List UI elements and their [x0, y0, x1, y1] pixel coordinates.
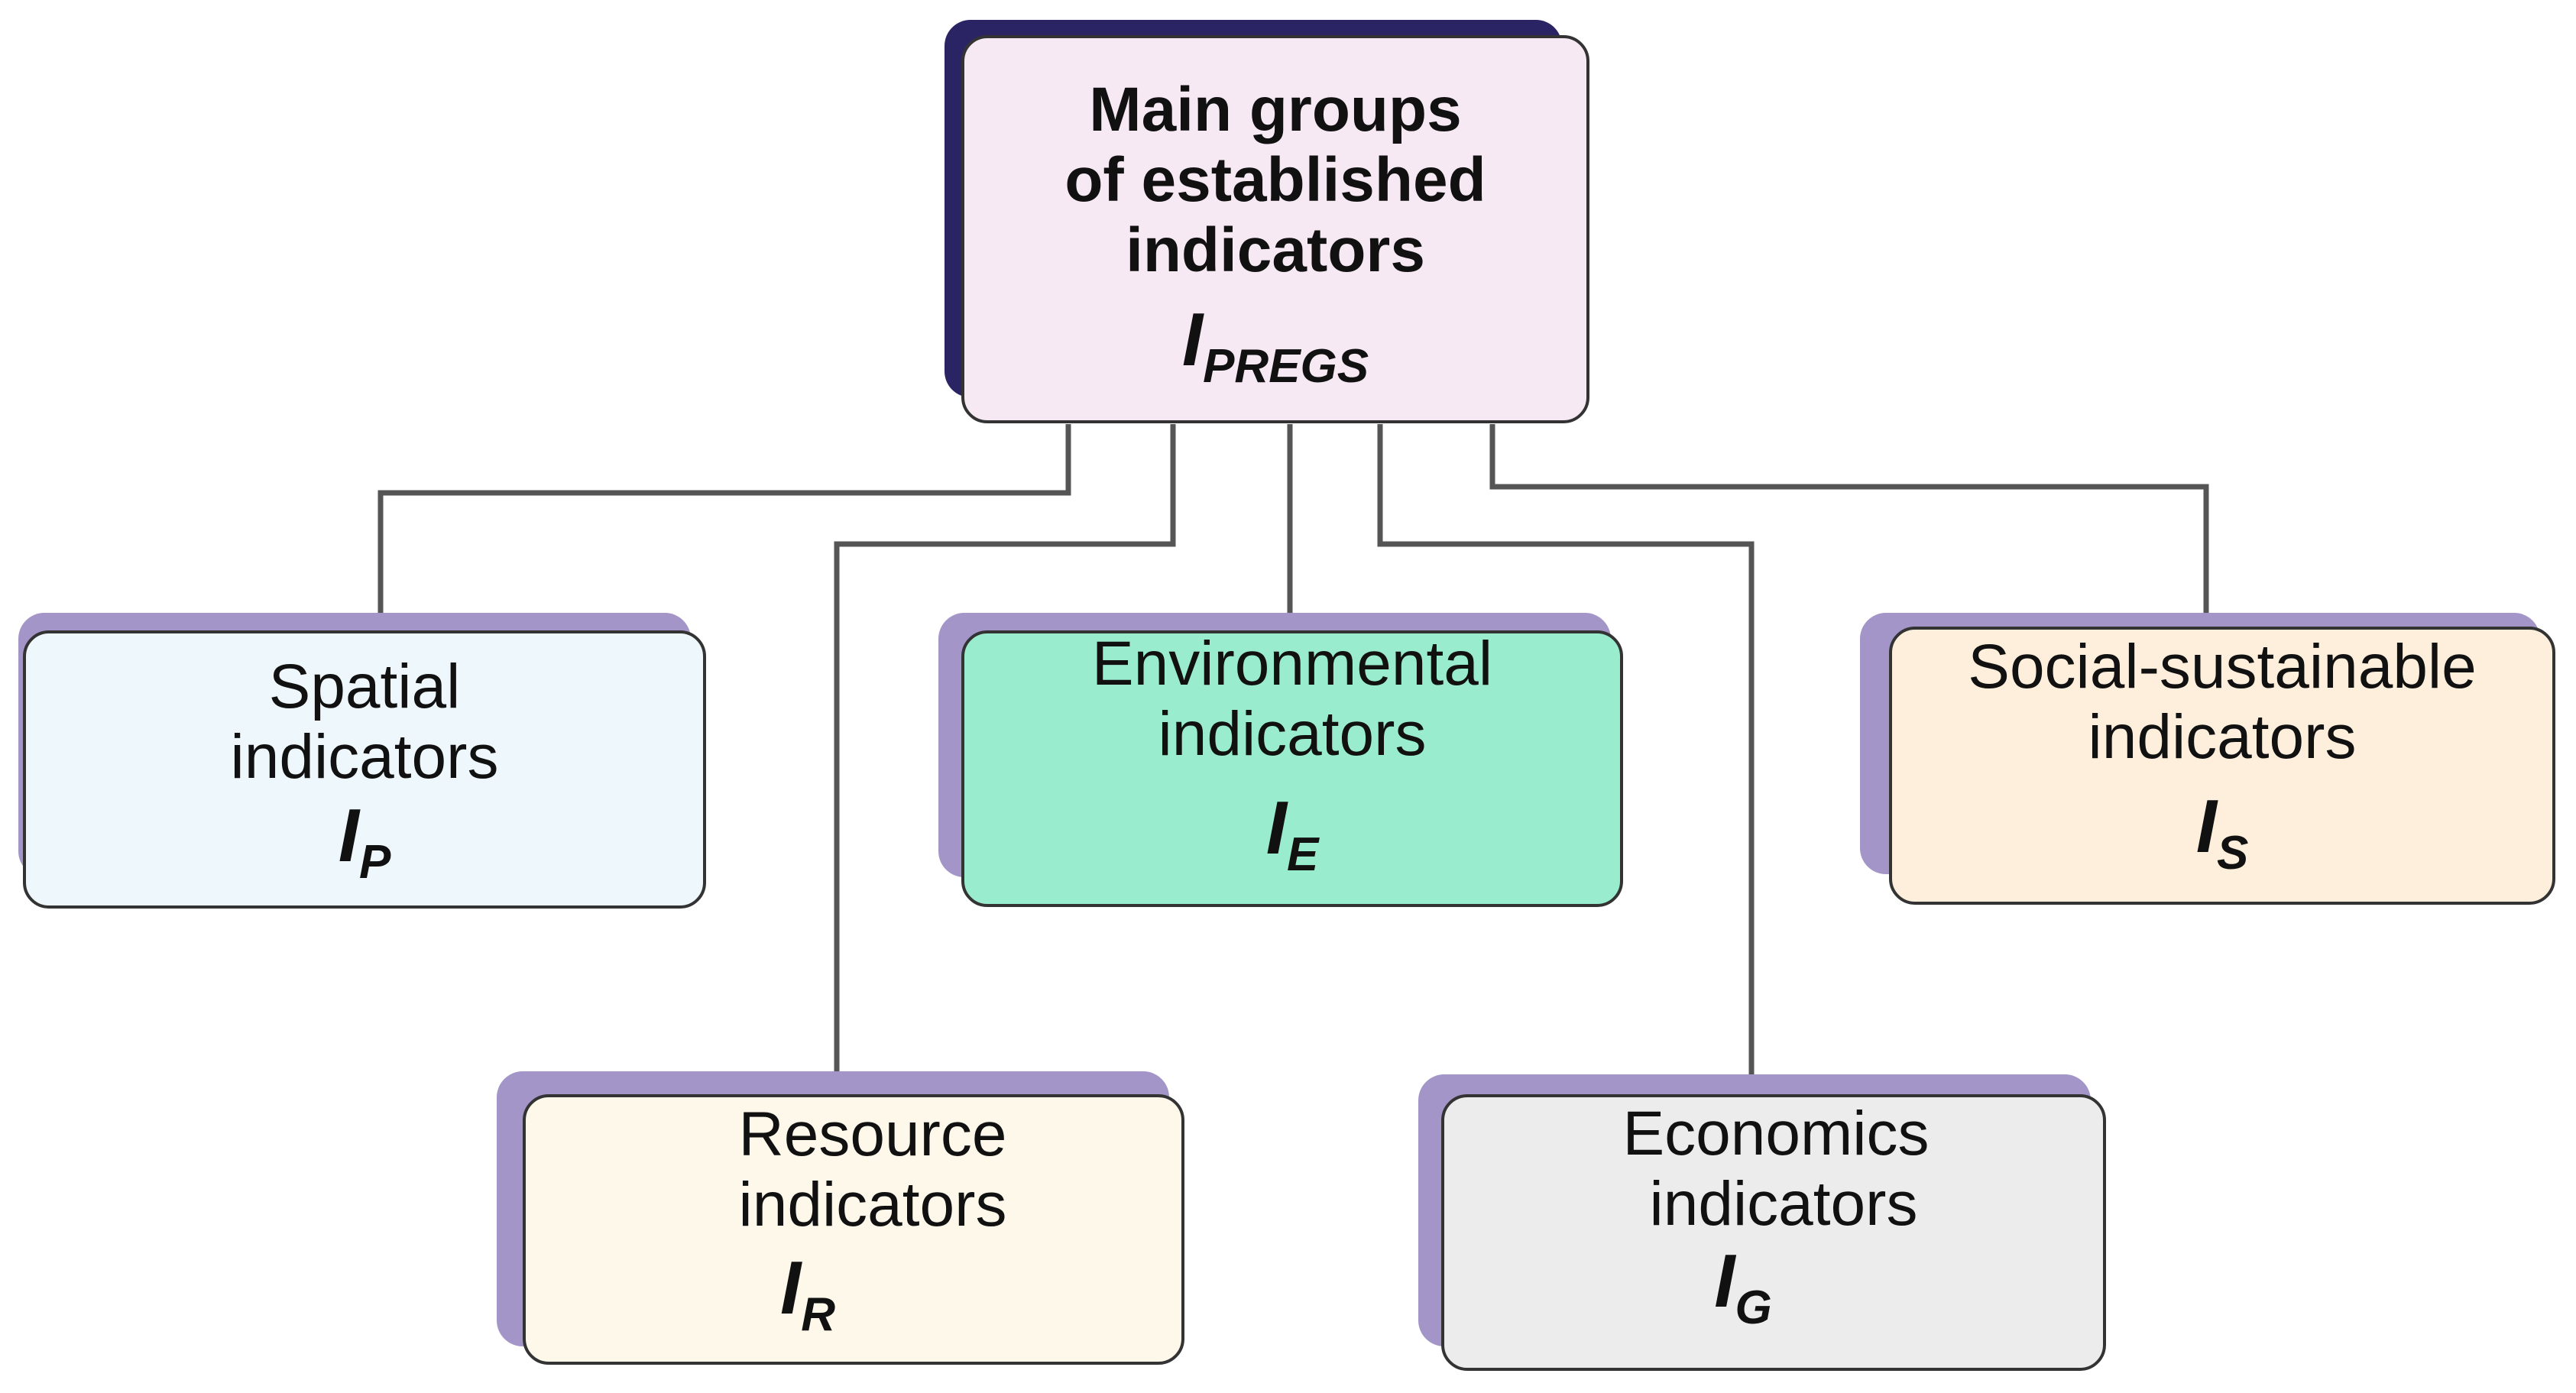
environmental-symbol-subscript: E — [1286, 828, 1319, 881]
main-symbol-letter: I — [1181, 297, 1204, 381]
social-symbol: IS — [2196, 788, 2249, 892]
social-sustainable-indicators-box: Social-sustainable indicators IS — [1889, 627, 2555, 905]
connector-economics — [1377, 424, 1755, 1094]
connector-social — [1489, 424, 2209, 617]
spatial-indicators-box: Spatial indicators IP — [23, 630, 706, 909]
spatial-symbol: IP — [339, 797, 391, 901]
main-symbol-subscript: PREGS — [1203, 340, 1369, 393]
economics-symbol-subscript: G — [1735, 1281, 1772, 1334]
spatial-symbol-subscript: P — [358, 836, 391, 889]
main-box-title-line-3: indicators — [1126, 215, 1425, 285]
economics-label-line-1: Economics — [1622, 1099, 1930, 1168]
environmental-label-line-1: Environmental — [1091, 629, 1493, 698]
environmental-symbol: IE — [1266, 789, 1319, 893]
social-symbol-letter: I — [2195, 784, 2217, 868]
economics-label-line-2: indicators — [1649, 1169, 1918, 1239]
social-label-line-2: indicators — [2088, 702, 2357, 772]
main-box-title-line-1: Main groups — [1089, 75, 1462, 144]
economics-symbol: IG — [1714, 1242, 1771, 1346]
resource-label-line-1: Resource — [738, 1100, 1007, 1169]
resource-symbol: IR — [780, 1249, 835, 1353]
social-label-line-1: Social-sustainable — [1968, 632, 2477, 701]
social-symbol-subscript: S — [2216, 827, 2249, 880]
resource-symbol-subscript: R — [801, 1288, 835, 1341]
main-box-title-line-2: of established — [1064, 145, 1486, 215]
spatial-symbol-letter: I — [338, 793, 359, 877]
main-box-symbol: IPREGS — [1182, 301, 1369, 405]
resource-symbol-letter: I — [779, 1246, 802, 1330]
spatial-label-line-2: indicators — [230, 722, 499, 792]
environmental-indicators-box: Environmental indicators IE — [961, 629, 1623, 907]
resource-indicators-box: Resource indicators IR — [523, 1094, 1184, 1365]
main-groups-box: Main groups of established indicators IP… — [961, 35, 1589, 423]
connector-spatial — [377, 424, 1071, 619]
economics-symbol-letter: I — [1714, 1239, 1735, 1323]
connector-resource — [834, 424, 1176, 1094]
environmental-symbol-letter: I — [1265, 786, 1287, 870]
environmental-label-line-2: indicators — [1158, 699, 1427, 769]
spatial-label-line-1: Spatial — [268, 652, 461, 721]
resource-label-line-2: indicators — [738, 1170, 1007, 1239]
economics-indicators-box: Economics indicators IG — [1441, 1094, 2106, 1371]
